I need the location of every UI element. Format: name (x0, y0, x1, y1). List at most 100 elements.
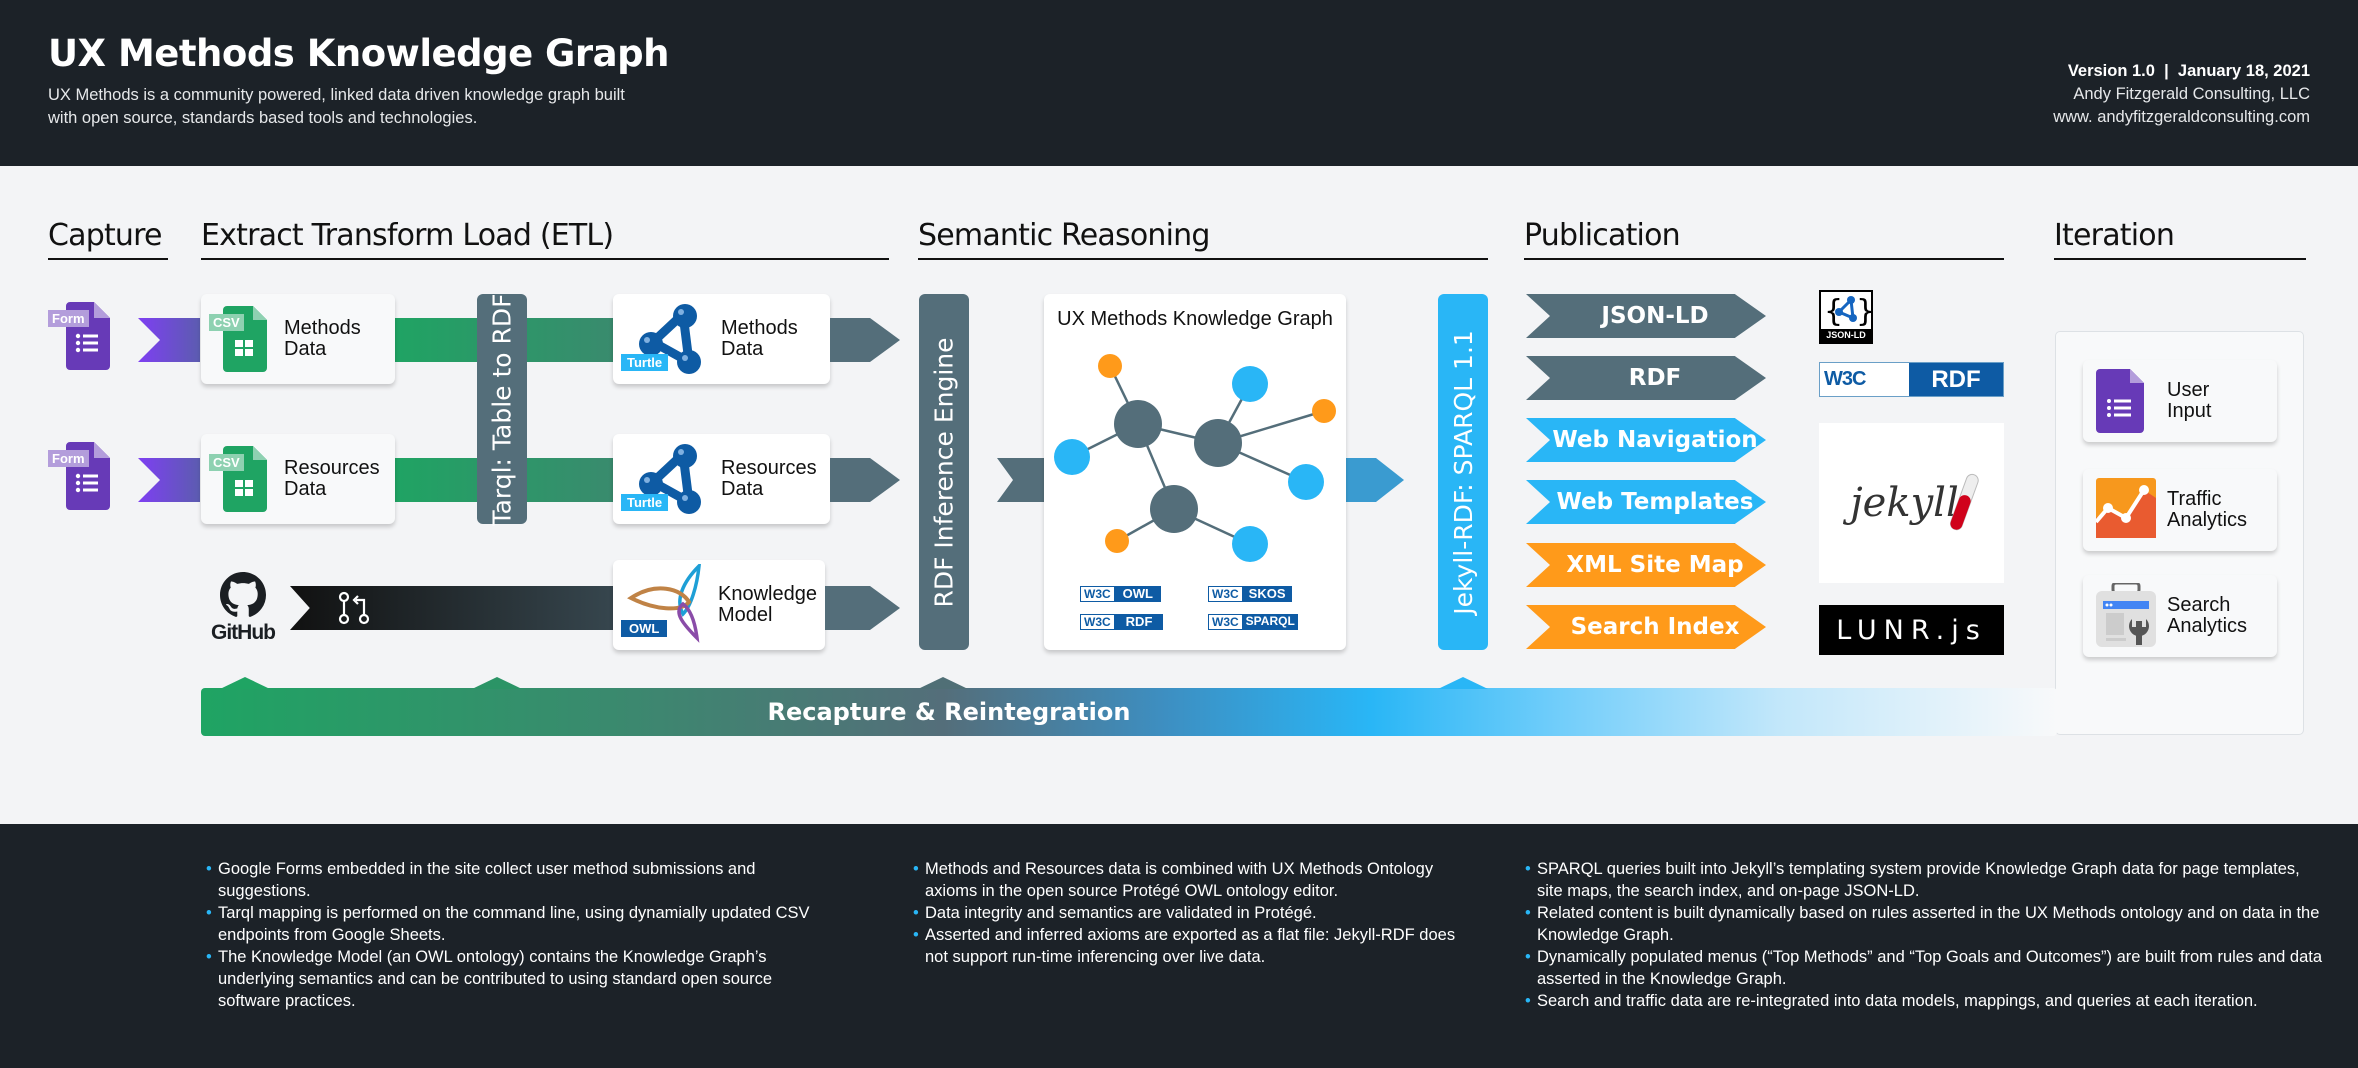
section-semantic-reasoning: Semantic Reasoning (918, 218, 1488, 260)
version-date: Version 1.0 | January 18, 2021 (2067, 62, 2310, 80)
footer-note: Asserted and inferred axioms are exporte… (913, 924, 1473, 968)
recapture-reintegration-band: Recapture & Reintegration (201, 688, 2057, 736)
form-badge: Form (48, 450, 89, 467)
jekyll-rdf-label: Jekyll-RDF: SPARQL 1.1 (1448, 329, 1478, 615)
graph-node (1288, 464, 1324, 500)
footer-note: Search and traffic data are re-integrate… (1525, 990, 2325, 1012)
json-ld-logo-label: JSON-LD (1821, 329, 1871, 342)
test-tube-icon (1949, 473, 1979, 531)
footer-note: Data integrity and semantics are validat… (913, 902, 1473, 924)
footer-note: The Knowledge Model (an OWL ontology) co… (206, 946, 826, 1012)
feedback-notch-semantic (918, 677, 968, 689)
graph-node (1194, 419, 1242, 467)
flow-arrow-form-resources (138, 458, 200, 502)
output-web-navigation[interactable]: Web Navigation (1526, 418, 1766, 462)
owl-logo-icon (627, 564, 701, 643)
output-rdf[interactable]: RDF (1526, 356, 1766, 400)
section-capture: Capture (48, 218, 168, 260)
footer-notes-semantic: Methods and Resources data is combined w… (913, 858, 1473, 968)
rdf-mark: RDF (1909, 363, 2003, 396)
flow-arrow-resources-engine (830, 458, 900, 502)
csv-badge: CSV (209, 314, 244, 331)
engine-label: RDF Inference Engine (929, 336, 959, 608)
footer-note: Tarql mapping is performed on the comman… (206, 902, 826, 946)
flow-arrow-engine-graph (997, 458, 1045, 502)
footer-note: Related content is built dynamically bas… (1525, 902, 2325, 946)
github-logo: GitHub (208, 572, 278, 645)
output-json-ld[interactable]: JSON-LD (1526, 294, 1766, 338)
graph-title: UX Methods Knowledge Graph (1057, 308, 1333, 330)
output-xml-site-map[interactable]: XML Site Map (1526, 543, 1766, 587)
analytics-chart-icon (2096, 478, 2156, 538)
section-iteration: Iteration (2054, 218, 2306, 260)
header: UX Methods Knowledge Graph UX Methods is… (0, 0, 2358, 166)
graph-node (1114, 400, 1162, 448)
flow-arrow-methods-engine (830, 318, 900, 362)
section-etl: Extract Transform Load (ETL) (201, 218, 889, 260)
w3c-mark: W3C (1820, 363, 1909, 396)
tarql-bar: Tarql: Table to RDF (477, 292, 527, 526)
graph-node (1232, 366, 1268, 402)
svg-text:{: { (1824, 294, 1843, 328)
tarql-label: Tarql: Table to RDF (487, 292, 517, 526)
recapture-label: Recapture & Reintegration (767, 698, 1131, 726)
graph-node (1150, 485, 1198, 533)
output-search-index[interactable]: Search Index (1526, 605, 1766, 649)
pull-request-icon (338, 591, 370, 625)
rdf-turtle-icon (639, 304, 701, 374)
search-console-icon (2096, 583, 2156, 647)
website-link[interactable]: www. andyfitzgeraldconsulting.com (2053, 108, 2310, 126)
footer-note: Google Forms embedded in the site collec… (206, 858, 826, 902)
meta-info: Version 1.0 | January 18, 2021 Andy Fitz… (2053, 60, 2310, 129)
jekyll-rdf-bar: Jekyll-RDF: SPARQL 1.1 (1438, 294, 1488, 650)
footer-notes-publication: SPARQL queries built into Jekyll’s templ… (1525, 858, 2325, 1012)
w3c-rdf-logo: W3C RDF (1819, 362, 2004, 397)
footer-note: Dynamically populated menus (“Top Method… (1525, 946, 2325, 990)
rdf-turtle-icon (639, 444, 701, 514)
company-name: Andy Fitzgerald Consulting, LLC (2073, 85, 2310, 103)
owl-badge: OWL (621, 620, 668, 637)
flow-arrow-form-methods (138, 318, 200, 362)
csv-badge: CSV (209, 454, 244, 471)
google-form-icon: Form (48, 300, 118, 375)
footer-notes-etl: Google Forms embedded in the site collec… (206, 858, 826, 1012)
graph-node (1054, 439, 1090, 475)
jekyll-wordmark: jekyll (1850, 480, 1959, 526)
graph-node (1098, 354, 1122, 378)
knowledge-graph-network (1054, 354, 1336, 562)
google-form-icon: Form (48, 440, 118, 515)
graph-node (1312, 399, 1336, 423)
footer: Google Forms embedded in the site collec… (0, 824, 2358, 1068)
github-icon (220, 572, 266, 617)
graph-node (1105, 529, 1129, 553)
output-web-templates[interactable]: Web Templates (1526, 480, 1766, 524)
feedback-notch-publication (1438, 677, 1488, 689)
page-subtitle: UX Methods is a community powered, linke… (48, 84, 728, 130)
footer-note: Methods and Resources data is combined w… (913, 858, 1473, 902)
google-form-icon (2096, 369, 2144, 433)
flow-arrow-graph-jekyll (1344, 458, 1404, 502)
json-ld-logo: {} JSON-LD (1819, 290, 1873, 344)
subtitle-line: UX Methods is a community powered, linke… (48, 86, 625, 104)
page-title: UX Methods Knowledge Graph (48, 32, 669, 75)
form-badge: Form (48, 310, 89, 327)
feedback-notch-etl (472, 677, 522, 689)
